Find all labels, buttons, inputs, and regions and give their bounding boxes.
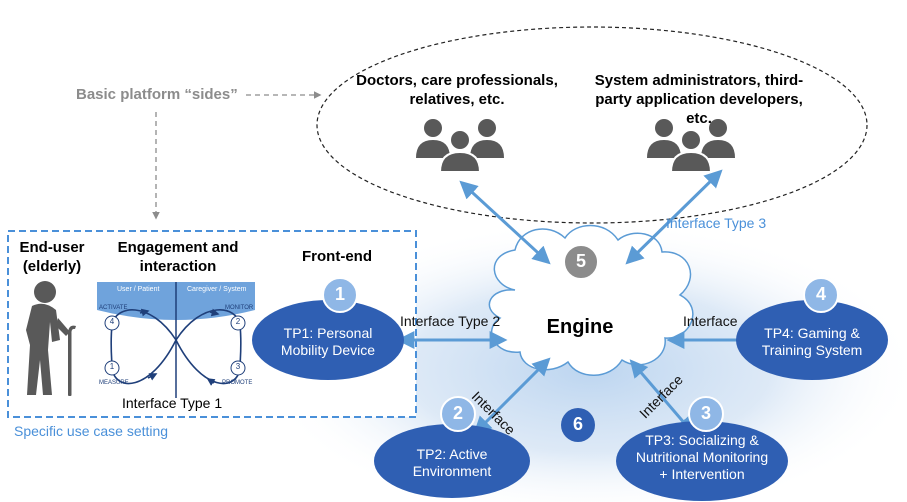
front-end-label: Front-end [302,248,372,265]
end-user-label: End-user (elderly) [19,239,85,275]
loop-user-patient: User / Patient [117,286,160,293]
badge-1-number: 1 [334,284,345,304]
badge-3-number: 3 [700,403,711,423]
loop-step-3: 3 [235,362,241,371]
node-tp4 [736,300,888,380]
sysadmins-label: System administrators, third-party appli… [594,72,804,127]
tp3-label: TP3: Socializing & Nutritional Monitorin… [635,432,769,482]
people-group-icon [647,119,735,173]
loop-step-4: 4 [109,317,115,326]
engine-label: Engine [546,316,614,338]
badge-4-number: 4 [815,284,826,304]
loop-monitor: MONITOR [225,305,254,311]
arrow-engine-tp2 [473,357,551,435]
node-tp1 [252,300,404,380]
badge-2 [440,396,476,432]
node-tp3 [616,421,788,501]
interface-type-1-label: Interface Type 1 [122,395,223,411]
platform-sides-ellipse [316,26,868,224]
badge-3 [688,396,724,432]
interface-label-tp4: Interface [683,313,738,329]
doctors-label: Doctors, care professionals, relatives, … [356,72,558,108]
interface-type-3-label: Interface Type 3 [666,215,767,231]
specific-use-case-label: Specific use case setting [14,423,169,439]
arrow-engine-tp3 [629,359,695,435]
badge-1 [322,277,358,313]
arrow-admins-engine [625,169,723,265]
badge-2-number: 2 [452,403,463,423]
badge-5-number: 5 [575,251,586,271]
loop-promote: PROMOTE [222,380,253,386]
elderly-person-icon [26,281,76,396]
arrow-doctors-engine [459,180,551,265]
interface-type-2-label: Interface Type 2 [400,313,501,329]
tp1-label: TP1: Personal Mobility Device [280,325,376,358]
loop-measure: MEASURE [99,380,129,386]
loop-caregiver-system: Caregiver / System [187,286,247,293]
tp2-label: TP2: Active Environment [412,446,492,479]
loop-step-1: 1 [109,362,115,371]
people-group-icon [416,119,504,173]
basic-platform-label: Basic platform “sides” [76,86,238,103]
node-tp2 [374,424,530,498]
engagement-label: Engagement and interaction [117,239,239,275]
badge-4 [803,277,839,313]
badge-6 [561,408,595,442]
badge-6-number: 6 [572,414,583,434]
badge-5 [563,244,599,280]
loop-activate: ACTIVATE [99,305,128,311]
engagement-loop [97,282,255,398]
tp4-label: TP4: Gaming & Training System [761,325,863,358]
loop-step-2: 2 [235,317,241,326]
